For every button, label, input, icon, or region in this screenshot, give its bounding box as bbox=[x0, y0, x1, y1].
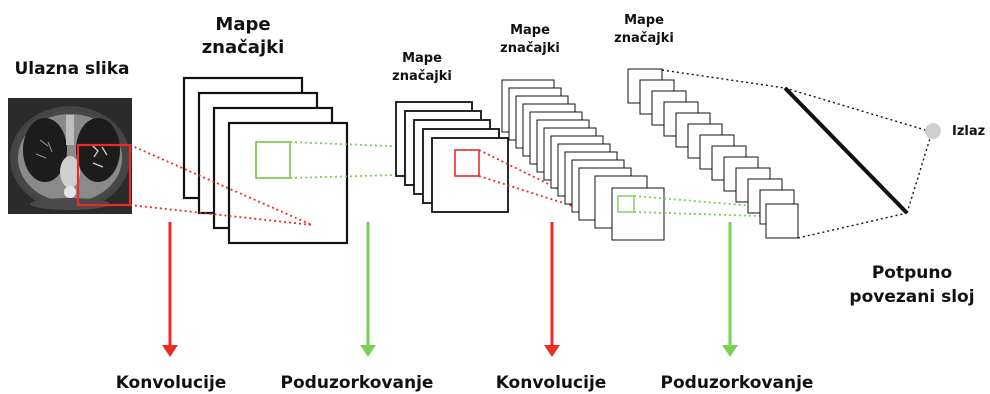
convolution-2-label: Konvolucije bbox=[496, 373, 607, 393]
feature-maps-4-label-line2: značajki bbox=[614, 31, 674, 46]
fully-connected-label-line1: Potpuno bbox=[872, 263, 952, 283]
fully-connected-label-line2: povezani sloj bbox=[849, 287, 974, 307]
pooling-1-label: Poduzorkovanje bbox=[281, 373, 434, 393]
arrow-pooling-1 bbox=[360, 222, 376, 357]
output-node bbox=[925, 123, 941, 139]
feature-maps-3-label-line1: Mape bbox=[510, 23, 550, 38]
feature-maps-1-label-line2: značajki bbox=[202, 37, 285, 58]
feature-maps-2-label-line2: značajki bbox=[392, 69, 452, 84]
conv-window-input bbox=[76, 143, 132, 207]
arrow-pooling-2 bbox=[722, 222, 738, 357]
arrow-convolution-1 bbox=[162, 222, 178, 357]
feature-maps-stack-2 bbox=[395, 101, 509, 213]
feature-maps-stack-3 bbox=[501, 79, 665, 241]
feature-maps-1-label-line1: Mape bbox=[215, 14, 270, 35]
pool-window-1 bbox=[255, 141, 291, 179]
pool-window-2 bbox=[617, 195, 635, 213]
arrow-convolution-2 bbox=[544, 222, 560, 357]
feature-maps-4-label-line1: Mape bbox=[624, 13, 664, 28]
feature-maps-2-label-line1: Mape bbox=[402, 51, 442, 66]
conv-window-2 bbox=[454, 149, 480, 177]
fully-connected-layer bbox=[661, 69, 933, 239]
output-label: Izlaz bbox=[952, 124, 985, 139]
feature-maps-3-label-line2: značajki bbox=[500, 41, 560, 56]
feature-maps-stack-1 bbox=[182, 76, 349, 245]
pooling-2-label: Poduzorkovanje bbox=[661, 373, 814, 393]
feature-maps-stack-4 bbox=[627, 68, 799, 239]
convolution-1-label: Konvolucije bbox=[116, 373, 227, 393]
input-ct-image bbox=[8, 98, 132, 214]
input-image-label: Ulazna slika bbox=[14, 59, 129, 79]
conv-projection-1 bbox=[129, 144, 313, 226]
